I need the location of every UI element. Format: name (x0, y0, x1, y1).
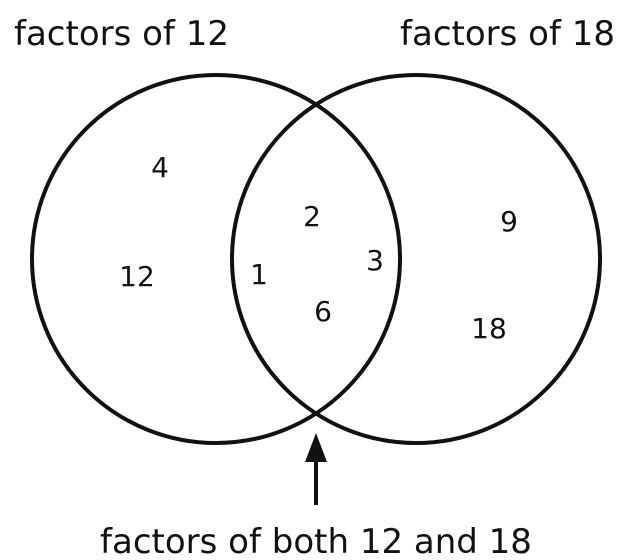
intersection-item: 2 (303, 200, 321, 233)
intersection-label: factors of both 12 and 18 (100, 522, 532, 560)
left-only-item: 4 (151, 151, 169, 184)
right-set-circle (230, 73, 602, 445)
left-only-item: 12 (119, 260, 155, 293)
left-set-label: factors of 12 (14, 14, 229, 54)
intersection-item: 6 (314, 295, 332, 328)
arrow-head (305, 433, 327, 462)
intersection-item: 3 (366, 244, 384, 277)
right-set-label: factors of 18 (400, 14, 615, 54)
left-set-circle (30, 73, 402, 445)
right-only-item: 9 (500, 205, 518, 238)
intersection-pointer-arrow (305, 433, 327, 505)
intersection-item: 1 (250, 258, 268, 291)
right-only-item: 18 (471, 312, 507, 345)
